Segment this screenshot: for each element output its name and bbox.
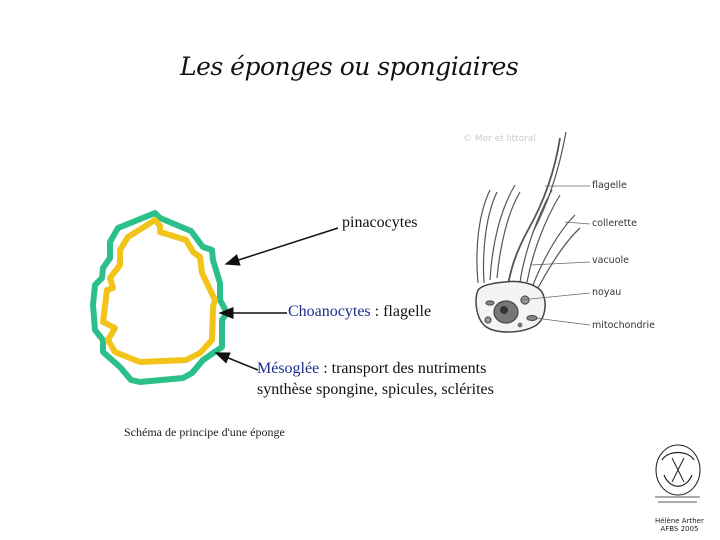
mesoglee-desc: : transport des nutriments xyxy=(319,360,487,377)
author-name: Hélène Arther xyxy=(655,517,704,525)
cell-label-mitochondrie: mitochondrie xyxy=(592,320,655,331)
emblem-logo xyxy=(655,444,701,503)
mesoglee-desc-line2: synthèse spongine, spicules, sclérites xyxy=(257,381,494,398)
choanoderm-layer xyxy=(100,217,218,365)
arrow-mesoglee xyxy=(214,352,259,371)
label-pinacocytes: pinacocytes xyxy=(342,214,418,231)
label-choanocytes: Choanocytes : flagelle xyxy=(288,303,431,321)
cell-label-collerette: collerette xyxy=(592,218,637,229)
term-choanocytes: Choanocytes xyxy=(288,303,371,320)
cell-label-noyau: noyau xyxy=(592,287,622,298)
choanocytes-desc: : flagelle xyxy=(370,303,432,320)
cell-label-vacuole: vacuole xyxy=(592,255,629,266)
page-title: Les éponges ou spongiaires xyxy=(180,52,519,81)
author-affiliation: AFBS 2005 xyxy=(660,525,699,533)
pinacoderm-layer xyxy=(90,210,230,385)
term-mesoglee: Mésoglée xyxy=(257,360,320,377)
cell-leader-lines xyxy=(519,185,591,326)
choanocyte-cell-drawing xyxy=(475,131,581,333)
author-credit: Hélène Arther AFBS 2005 xyxy=(655,517,704,533)
copyright-notice: © Mer et littoral xyxy=(463,134,536,144)
arrow-pinacocytes xyxy=(224,227,339,266)
cell-label-flagelle: flagelle xyxy=(592,180,627,191)
figure-caption: Schéma de principe d'une éponge xyxy=(124,425,285,439)
label-mesoglee: Mésoglée : transport des nutriments synt… xyxy=(257,358,494,400)
